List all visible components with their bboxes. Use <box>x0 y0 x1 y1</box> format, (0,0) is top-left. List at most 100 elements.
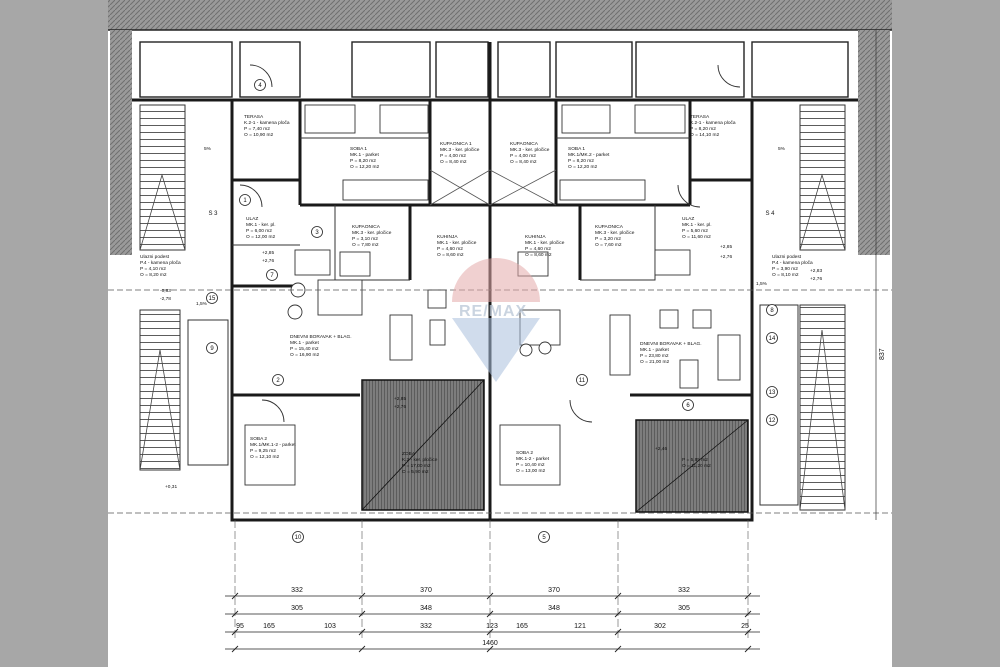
stair-left-lower <box>139 309 181 471</box>
svg-text:10: 10 <box>295 535 302 541</box>
roof-band <box>108 0 892 30</box>
slope-marks: 5%5%1,5%1,5% <box>196 146 786 307</box>
tag-marker: 15 <box>206 292 218 304</box>
dimension-value: 165 <box>263 623 275 630</box>
dimension-value: 121 <box>574 623 586 630</box>
dimension-value: 332 <box>420 623 432 630</box>
svg-text:14: 14 <box>769 336 776 342</box>
dimension-value: 370 <box>548 587 560 594</box>
dimension-value: 332 <box>291 587 303 594</box>
dimension-value: 332 <box>678 587 690 594</box>
svg-text:11: 11 <box>579 378 586 384</box>
watermark-text: RE/MAX <box>459 303 527 320</box>
tag-marker: 14 <box>766 332 778 344</box>
tag-marker: 13 <box>766 386 778 398</box>
tag-marker: 9 <box>206 342 218 354</box>
level-mark: +2,85 <box>262 250 274 256</box>
dimension-value: 305 <box>678 605 690 612</box>
side-dimension: 837 <box>879 348 886 360</box>
level-mark: +2,76 <box>810 276 822 282</box>
level-mark: +2,83 <box>810 268 822 274</box>
svg-text:15: 15 <box>209 296 216 302</box>
stair-right-lower <box>799 304 846 511</box>
tag-marker: 6 <box>682 399 694 411</box>
tag-marker: 7 <box>266 269 278 281</box>
dimension-value: 348 <box>548 605 560 612</box>
watermark: RE/MAX <box>452 258 540 382</box>
tag-marker: 1 <box>239 194 251 206</box>
tag-marker: 4 <box>254 79 266 91</box>
tag-marker: 10 <box>292 531 304 543</box>
dimension-value: 305 <box>291 605 303 612</box>
svg-text:12: 12 <box>769 418 776 424</box>
level-mark: +2,76 <box>720 254 732 260</box>
tag-marker: 5 <box>538 531 550 543</box>
svg-text:6: 6 <box>686 403 690 409</box>
level-mark: -0,83 <box>160 288 171 294</box>
dimension-value: 348 <box>420 605 432 612</box>
svg-text:7: 7 <box>270 273 274 279</box>
dimension-value: 103 <box>324 623 336 630</box>
tag-marker: 8 <box>766 304 778 316</box>
svg-text:5: 5 <box>542 535 546 541</box>
level-mark: +2,46 <box>655 446 667 452</box>
svg-text:9: 9 <box>210 346 214 352</box>
slope-mark: 5% <box>778 146 786 152</box>
tag-marker: S 3 <box>208 211 218 217</box>
upper-boxes <box>139 41 849 98</box>
svg-text:1: 1 <box>243 198 247 204</box>
dimension-value: 302 <box>654 623 666 630</box>
svg-text:4: 4 <box>258 83 262 89</box>
dimension-chains: 332 370 370 332 305 348 348 305 95 165 103 332 123 16… <box>225 587 760 653</box>
level-mark: +2,76 <box>394 404 406 410</box>
dimension-value: 25 <box>741 623 749 630</box>
tag-marker: 2 <box>272 374 284 386</box>
dimension-value: 123 <box>486 623 498 630</box>
tag-marker: 3 <box>311 226 323 238</box>
level-mark: +2,76 <box>262 258 274 264</box>
svg-text:S 4: S 4 <box>765 211 775 217</box>
level-marks: +2,85 +2,76 -0,83 -2,78 +2,85 +2,76 +2,83 +2,76… <box>160 244 822 490</box>
tag-marker: S 4 <box>765 211 775 217</box>
level-mark: +0,31 <box>165 484 177 490</box>
svg-text:S 3: S 3 <box>208 211 218 217</box>
dimension-value: 95 <box>236 623 244 630</box>
tag-marker: 11 <box>576 374 588 386</box>
svg-text:2: 2 <box>276 378 280 384</box>
level-mark: +2,85 <box>720 244 732 250</box>
slope-mark: 5% <box>204 146 212 152</box>
level-mark: -2,78 <box>160 296 171 302</box>
slope-mark: 1,5% <box>196 301 208 307</box>
right-margin <box>892 0 1000 667</box>
svg-text:13: 13 <box>769 390 776 396</box>
tag-marker: 12 <box>766 414 778 426</box>
dimension-value: 370 <box>420 587 432 594</box>
svg-text:3: 3 <box>315 230 319 236</box>
level-mark: +2,85 <box>394 396 406 402</box>
svg-text:8: 8 <box>770 308 774 314</box>
left-margin <box>0 0 108 667</box>
dimension-value: 165 <box>516 623 528 630</box>
